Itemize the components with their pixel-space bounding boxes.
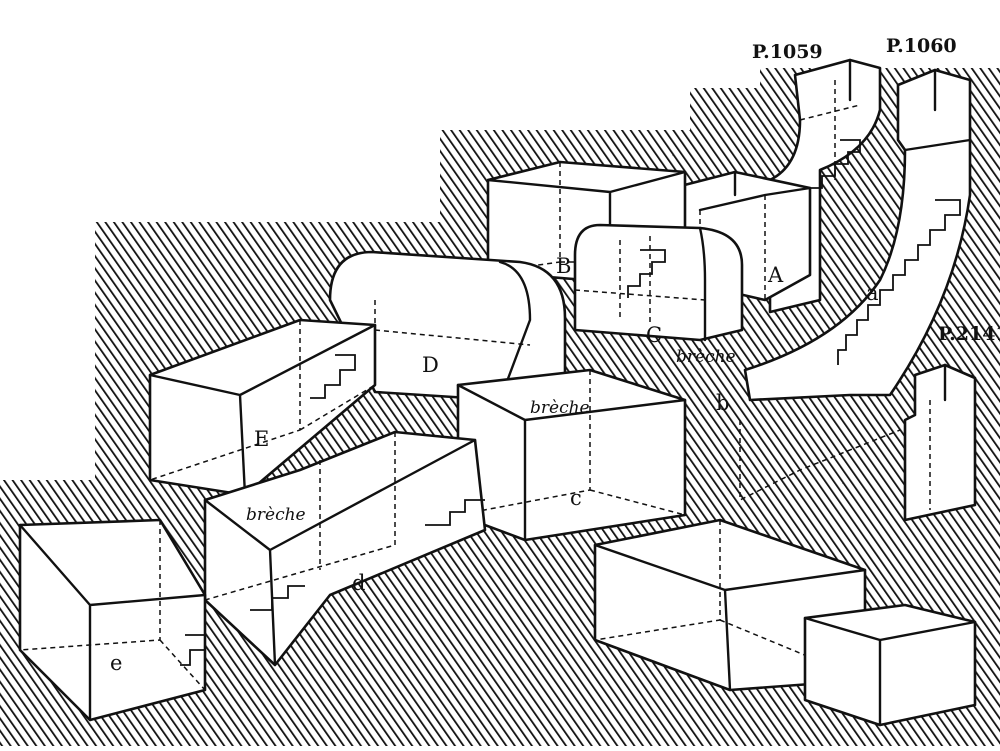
label-corridor-b: b — [716, 391, 729, 415]
corridor-a — [743, 68, 972, 402]
label-room-D: D — [422, 353, 439, 377]
label-room-B: B — [556, 254, 571, 278]
label-room-c: c — [570, 486, 582, 510]
label-p1060: P.1060 — [886, 35, 957, 57]
label-room-d: d — [352, 571, 365, 595]
label-room-A: A — [767, 263, 784, 287]
label-breach-3: brèche — [246, 505, 306, 525]
label-room-E: E — [254, 427, 269, 451]
room-c — [456, 368, 687, 542]
label-room-C: C — [646, 323, 662, 347]
room-lower-small — [803, 603, 977, 727]
labels: P.1059 P.1060 P.2141 A B C D E a b c d e… — [110, 35, 1000, 675]
room-d — [203, 430, 487, 667]
label-breach-2: brèche — [530, 398, 590, 418]
label-p2141: P.2141 — [938, 323, 1000, 345]
shaft-p2141 — [903, 363, 977, 522]
label-corridor-a: a — [866, 281, 879, 305]
label-p1059: P.1059 — [752, 41, 823, 63]
room-E — [148, 318, 377, 497]
label-room-e: e — [110, 651, 122, 675]
label-breach-1: brèche — [676, 347, 736, 367]
room-e — [18, 518, 207, 722]
room-C — [573, 223, 744, 342]
